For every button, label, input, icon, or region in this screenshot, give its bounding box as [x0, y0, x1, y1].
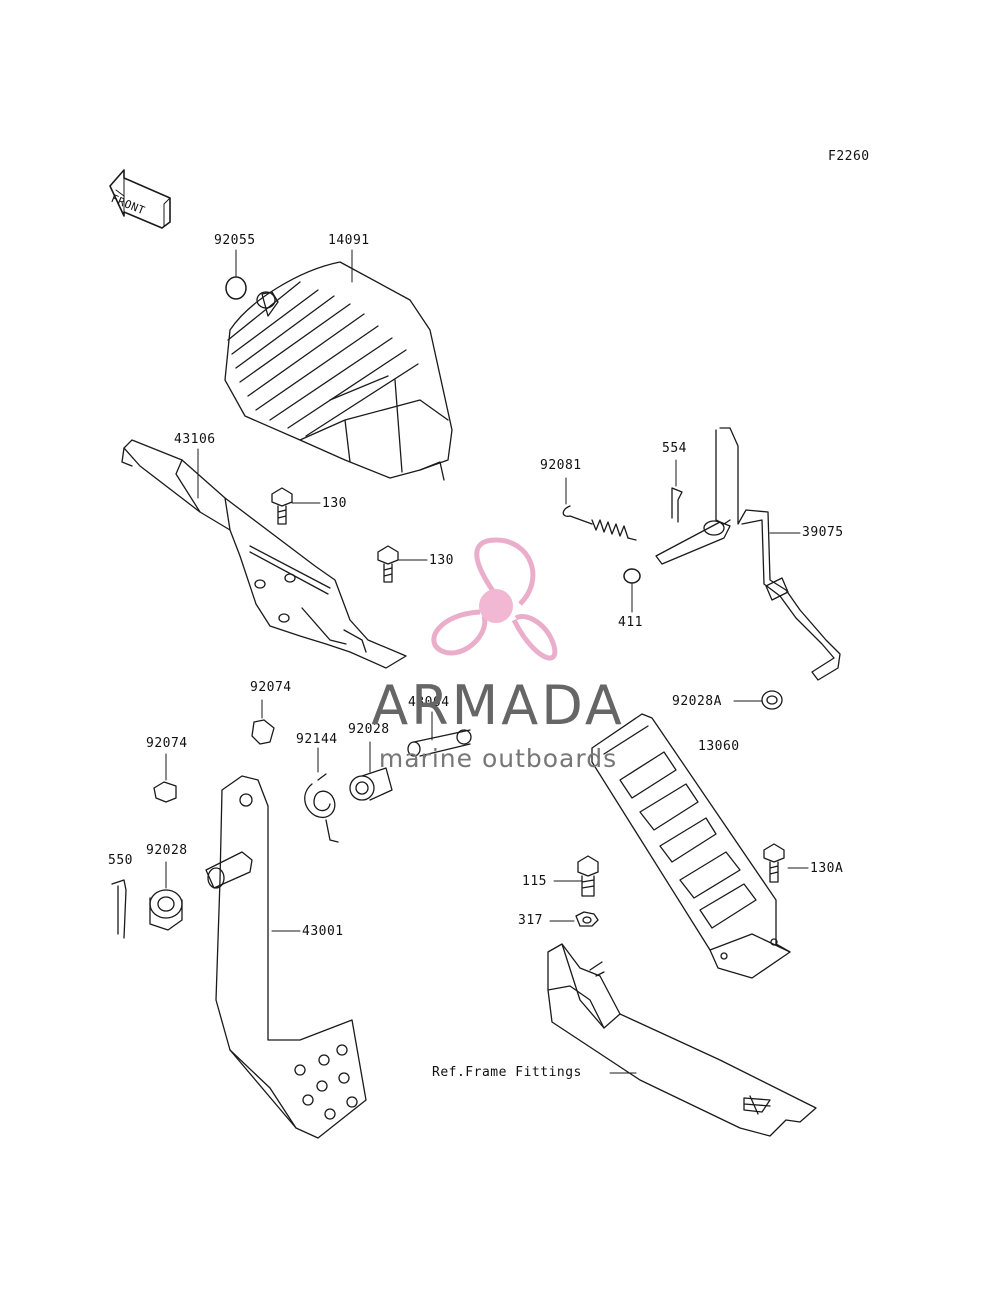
part-number-label: 115	[522, 874, 547, 889]
part-number-label: 550	[108, 853, 133, 868]
figure-code: F2260	[828, 149, 870, 164]
bushing-part	[149, 889, 183, 931]
watermark-title: ARMADA	[371, 674, 625, 737]
bolt-part	[271, 487, 293, 525]
pedal-plate-part	[591, 713, 791, 979]
part-number-label: 13060	[698, 739, 740, 754]
part-number-label: 92074	[146, 736, 188, 751]
part-number-label: 92055	[214, 233, 256, 248]
part-number-label: 92028A	[672, 694, 722, 709]
leader-lines	[165, 249, 809, 1074]
bolt-part	[763, 843, 785, 883]
torsion-spring-part	[304, 773, 339, 843]
part-number-label: 43004	[408, 695, 450, 710]
bracket-part	[121, 439, 407, 669]
part-number-label: 130	[429, 553, 454, 568]
part-number-label: 43106	[174, 432, 216, 447]
cap-part	[153, 781, 177, 803]
cover-part	[224, 261, 453, 481]
part-number-label: 130	[322, 496, 347, 511]
part-number-label: 554	[662, 441, 687, 456]
part-number-label: 92144	[296, 732, 338, 747]
o-ring-part	[225, 276, 247, 300]
part-number-label: 43001	[302, 924, 344, 939]
rod-part	[655, 427, 841, 681]
watermark-subtitle: marine outboards	[378, 744, 618, 773]
part-number-label: 92028	[146, 843, 188, 858]
bushing-part	[761, 690, 783, 710]
propeller-logo-icon	[431, 537, 558, 661]
part-number-label: 39075	[802, 525, 844, 540]
cap-part	[251, 719, 275, 745]
spring-part	[562, 505, 637, 541]
part-number-label: 411	[618, 615, 643, 630]
cotter-pin-part	[671, 487, 683, 523]
bolt-part	[577, 855, 599, 897]
part-number-label: 92081	[540, 458, 582, 473]
front-arrow-icon	[109, 169, 171, 229]
frame-fitting-part	[547, 943, 817, 1137]
bolt-part	[377, 545, 399, 583]
washer-part	[623, 568, 641, 584]
part-number-label: 14091	[328, 233, 370, 248]
cotter-pin-part	[111, 879, 127, 939]
nut-part	[575, 911, 599, 927]
shaft-part	[407, 729, 472, 757]
part-number-label: 317	[518, 913, 543, 928]
part-number-label: 92074	[250, 680, 292, 695]
part-number-label: 130A	[810, 861, 844, 876]
pedal-arm-part	[205, 775, 367, 1139]
bushing-part	[349, 767, 393, 801]
reference-label: Ref.Frame Fittings	[432, 1065, 582, 1080]
part-number-label: 92028	[348, 722, 390, 737]
